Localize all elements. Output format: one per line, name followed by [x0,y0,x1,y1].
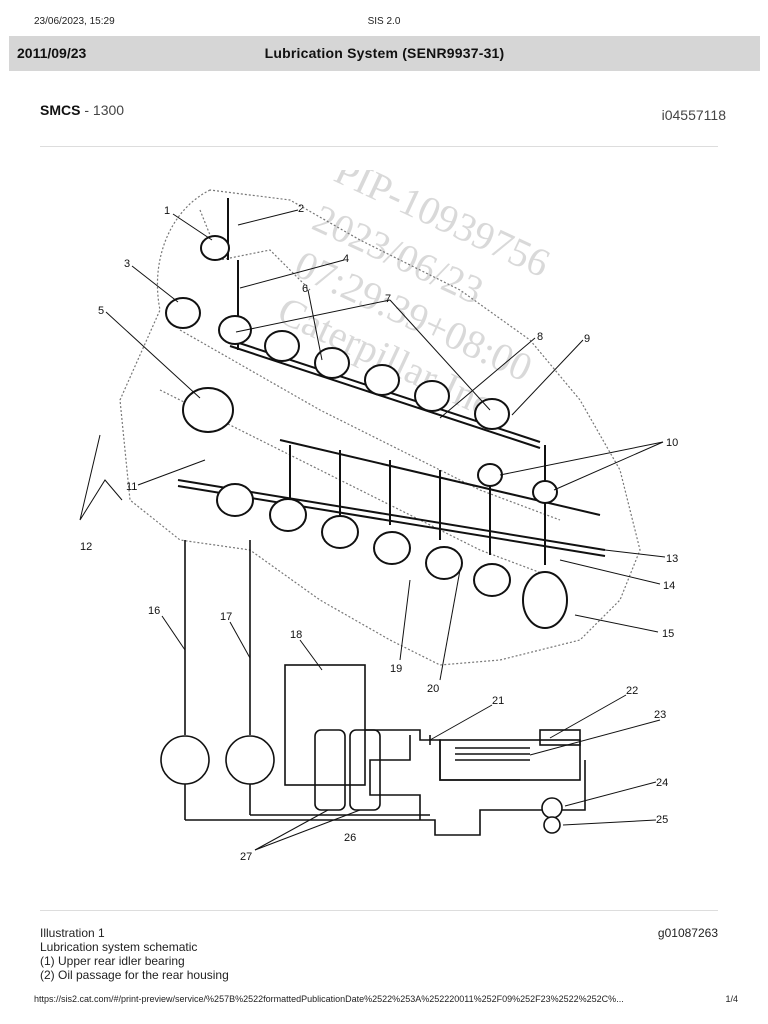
callout-4: 4 [343,253,349,265]
callout-25: 25 [656,814,668,826]
callout-15: 15 [662,628,674,640]
caption-item-1: (1) Upper rear idler bearing [40,954,185,968]
smcs-number: 1300 [92,102,125,118]
figure-caption: Illustration 1 g01087263 Lubrication sys… [40,926,718,982]
print-app-name: SIS 2.0 [367,16,401,27]
callout-26: 26 [344,832,356,844]
callout-8: 8 [537,331,543,343]
callout-17: 17 [220,611,232,623]
callout-21: 21 [492,695,504,707]
divider-top [40,146,718,147]
callout-13: 13 [666,553,678,565]
smcs-separator: - [80,102,93,118]
callout-27: 27 [240,851,252,863]
print-header: 23/06/2023, 15:29 SIS 2.0 [0,16,768,30]
callout-11: 11 [126,481,137,493]
caption-item-2: (2) Oil passage for the rear housing [40,968,229,982]
callout-16: 16 [148,605,160,617]
callout-20: 20 [427,683,439,695]
page-url: https://sis2.cat.com/#/print-preview/ser… [34,994,624,1004]
title-bar: 2011/09/23 Lubrication System (SENR9937-… [9,36,760,71]
leader-lines [105,209,666,851]
callout-labels: 1 2 3 4 5 6 7 8 9 10 11 12 13 14 15 16 1… [80,203,678,863]
callout-12: 12 [80,541,92,553]
callout-22: 22 [626,685,638,697]
callout-1: 1 [164,205,170,217]
label-12-bracket [79,434,123,521]
print-datetime: 23/06/2023, 15:29 [34,16,115,27]
smcs-label: SMCS [40,102,81,118]
document-title: Lubrication System (SENR9937-31) [264,45,505,61]
callout-2: 2 [298,203,304,215]
callout-6: 6 [302,283,308,295]
watermark: PIP-10939756 2023/06/23 07:29:39+08:00 C… [271,147,557,430]
bearing-rings [165,235,568,629]
lubrication-schematic-figure: PIP-10939756 2023/06/23 07:29:39+08:00 C… [60,147,720,870]
graphic-id: g01087263 [657,926,718,940]
callout-18: 18 [290,629,302,641]
callout-19: 19 [390,663,402,675]
callout-5: 5 [98,305,104,317]
engine-block-outline [119,189,641,666]
schematic-drawing: PIP-10939756 2023/06/23 07:29:39+08:00 C… [79,147,678,863]
callout-23: 23 [654,709,666,721]
callout-7: 7 [385,293,391,305]
oil-circuit [160,540,586,836]
page-number: 1/4 [725,994,738,1004]
publication-date: 2011/09/23 [17,45,87,61]
callout-14: 14 [663,580,675,592]
callout-3: 3 [124,258,130,270]
caption-title: Illustration 1 [40,926,105,940]
caption-description: Lubrication system schematic [40,940,198,954]
callout-24: 24 [656,777,668,789]
smcs-code: SMCS - 1300 [40,102,124,118]
divider-bottom [40,910,718,911]
callout-10: 10 [666,437,678,449]
callout-9: 9 [584,333,590,345]
document-id: i04557118 [661,107,726,123]
